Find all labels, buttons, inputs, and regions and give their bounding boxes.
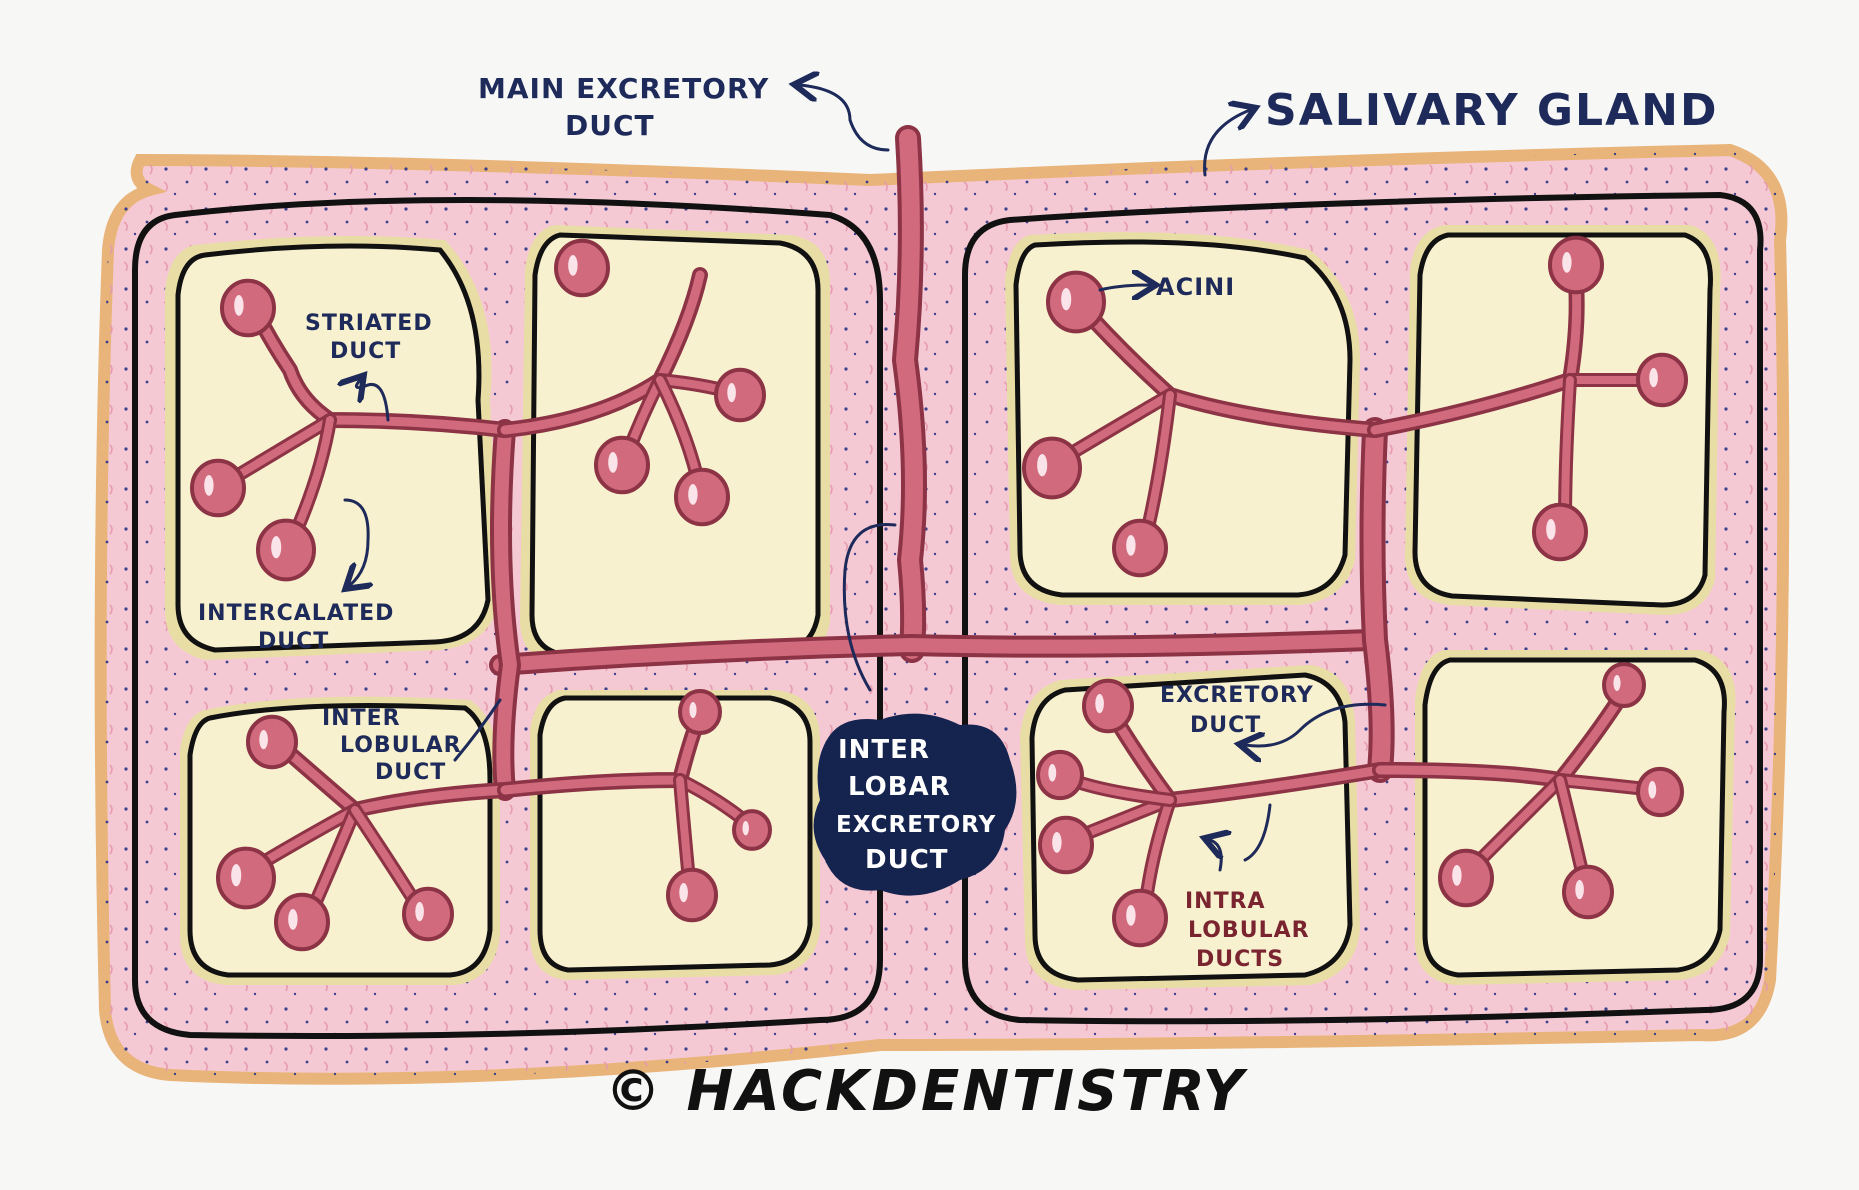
acinus [1534, 505, 1586, 560]
acinus-highlight [1052, 832, 1061, 853]
acinus [222, 281, 274, 336]
copyright-text: © HACKDENTISTRY [605, 1059, 1249, 1124]
acinus [1550, 238, 1602, 293]
acinus-highlight [1126, 535, 1135, 556]
acinus [1040, 818, 1092, 873]
acinus-highlight [234, 295, 243, 316]
acinus-highlight [204, 475, 213, 496]
acinus [1114, 521, 1166, 576]
label-intercalated-2: DUCT [258, 629, 329, 654]
label-intralobular-3: DUCTS [1196, 947, 1284, 972]
acinus-highlight [688, 484, 697, 505]
label-interlobar-2: LOBAR [848, 772, 951, 802]
label-excretory-2: DUCT [1190, 713, 1261, 738]
arrow-main-duct [800, 85, 888, 150]
label-interlobular-1: INTER [322, 706, 401, 731]
acinus-highlight [1095, 694, 1104, 713]
acinus [1564, 867, 1612, 917]
label-excretory-1: EXCRETORY [1160, 683, 1314, 708]
acinus [1084, 681, 1132, 731]
acinus [258, 521, 314, 580]
acinus-highlight [679, 883, 688, 902]
lobule-left-top-1 [165, 236, 500, 660]
acinus-highlight [727, 383, 736, 402]
acinus-highlight [689, 702, 696, 718]
acinus-highlight [568, 255, 577, 276]
acinus-highlight [1061, 288, 1071, 310]
acinus-highlight [608, 452, 617, 473]
acinus [1038, 752, 1082, 798]
acinus [1048, 273, 1104, 332]
label-interlobular-3: DUCT [375, 760, 446, 785]
acinus [1024, 439, 1080, 498]
label-striated-2: DUCT [330, 339, 401, 364]
label-intralobular-2: LOBULAR [1188, 918, 1310, 943]
acinus-highlight [1546, 519, 1555, 540]
label-intralobular-1: INTRA [1185, 889, 1266, 914]
acinus [248, 717, 296, 767]
label-main-duct-2: DUCT [565, 109, 655, 142]
acinus-highlight [1648, 781, 1656, 799]
acinus-highlight [1562, 252, 1571, 273]
acinus-highlight [415, 902, 424, 921]
label-interlobar-4: DUCT [865, 845, 949, 875]
acinus-highlight [1048, 764, 1056, 782]
acinus [276, 895, 328, 950]
acinus-highlight [1037, 454, 1047, 476]
acinus [1114, 891, 1166, 946]
acinus-highlight [1575, 880, 1584, 899]
label-interlobar-1: INTER [838, 735, 930, 765]
acinus-highlight [288, 909, 297, 930]
label-intercalated-1: INTERCALATED [198, 601, 394, 626]
acinus [218, 849, 274, 908]
acinus [192, 461, 244, 516]
acinus [556, 241, 608, 296]
diagram-title: SALIVARY GLAND [1265, 85, 1718, 136]
acinus [1638, 355, 1686, 405]
label-acini: ACINI [1156, 273, 1235, 301]
label-interlobar-3: EXCRETORY [836, 812, 996, 838]
acinus [1604, 664, 1644, 706]
label-main-duct-1: MAIN EXCRETORY [478, 72, 769, 105]
acinus [404, 889, 452, 939]
acinus [680, 691, 720, 733]
acinus-highlight [742, 821, 748, 835]
acinus [596, 438, 648, 493]
acinus [716, 370, 764, 420]
acinus-highlight [271, 536, 281, 558]
label-interlobular-2: LOBULAR [340, 733, 462, 758]
acinus-highlight [259, 730, 268, 749]
acinus-highlight [231, 864, 241, 886]
acinus-highlight [1613, 675, 1620, 691]
label-striated-1: STRIATED [305, 311, 433, 336]
acinus-highlight [1126, 905, 1135, 926]
acinus-highlight [1649, 368, 1658, 387]
acinus-highlight [1452, 865, 1461, 886]
acinus [1638, 769, 1682, 815]
acinus [1440, 851, 1492, 906]
acinus [668, 870, 716, 920]
acinus [734, 811, 770, 849]
lobule-left-bottom-2 [530, 690, 820, 980]
acinus [676, 470, 728, 525]
